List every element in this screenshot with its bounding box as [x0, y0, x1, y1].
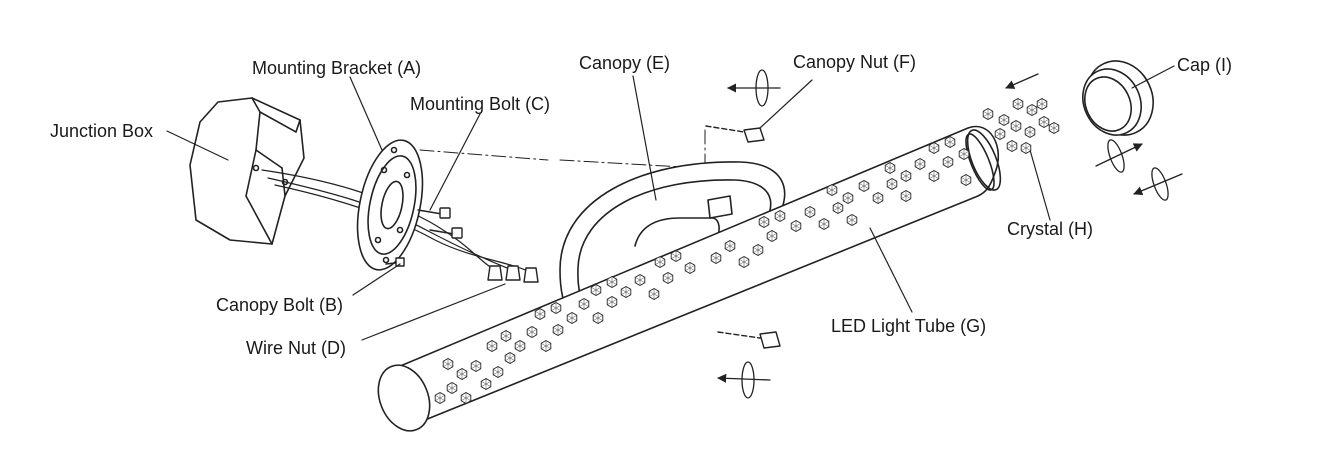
leader-lines — [166, 65, 1175, 341]
rotation-arrows — [717, 69, 1183, 399]
label-mounting-bolt: Mounting Bolt (C) — [410, 94, 551, 114]
label-canopy: Canopy (E) — [579, 53, 671, 73]
label-led-light-tube: LED Light Tube (G) — [831, 316, 987, 336]
supply-wires — [261, 169, 531, 273]
label-canopy-nut: Canopy Nut (F) — [793, 52, 917, 72]
label-cap: Cap (I) — [1177, 55, 1233, 75]
label-crystal: Crystal (H) — [1007, 219, 1093, 239]
cap — [1082, 60, 1154, 136]
junction-box — [189, 97, 305, 245]
mounting-bracket — [356, 139, 424, 271]
label-junction-box: Junction Box — [50, 121, 154, 141]
label-wire-nut: Wire Nut (D) — [246, 338, 346, 358]
label-canopy-bolt: Canopy Bolt (B) — [216, 295, 344, 315]
wire-nuts — [487, 265, 539, 283]
canopy-bolt — [385, 257, 405, 267]
mounting-bolts — [417, 207, 463, 239]
label-mounting-bracket: Mounting Bracket (A) — [252, 58, 422, 78]
canopy-nuts — [705, 125, 781, 349]
